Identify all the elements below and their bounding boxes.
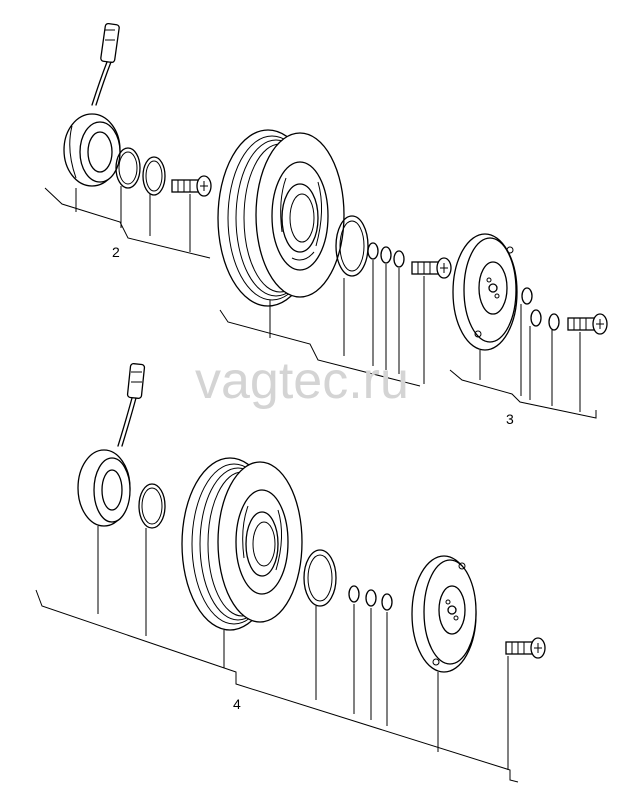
snap-ring-pulley-top: [335, 215, 369, 277]
snap-ring-top-1: [115, 147, 141, 189]
watermark: vagtec.ru: [195, 352, 409, 410]
callout-3: 3: [506, 411, 514, 427]
callout-4: 4: [233, 696, 241, 712]
snap-ring-bottom: [138, 483, 166, 529]
field-coil-bottom: [77, 363, 146, 527]
snap-ring-pulley-bottom: [303, 549, 337, 607]
bolt-bottom: [505, 637, 546, 659]
bolt-plate-top: [567, 313, 608, 335]
bolt-top: [171, 175, 212, 197]
callout-2: 2: [112, 244, 120, 260]
bolt-middle: [411, 257, 452, 279]
shims-top: [367, 242, 405, 268]
leader-lines-callout-2: [44, 186, 211, 259]
field-coil-top: [63, 22, 121, 187]
leader-lines-callout-3: [449, 304, 597, 419]
pulley-top: [217, 129, 345, 307]
shims-bottom: [348, 585, 393, 611]
pulley-bottom: [181, 457, 303, 631]
leader-lines-middle: [219, 260, 425, 387]
armature-plate-bottom: [411, 555, 477, 673]
leader-lines-callout-4: [35, 526, 519, 783]
shims-plate-top: [521, 287, 560, 331]
armature-plate-top: [452, 233, 518, 351]
snap-ring-top-2: [142, 156, 166, 196]
